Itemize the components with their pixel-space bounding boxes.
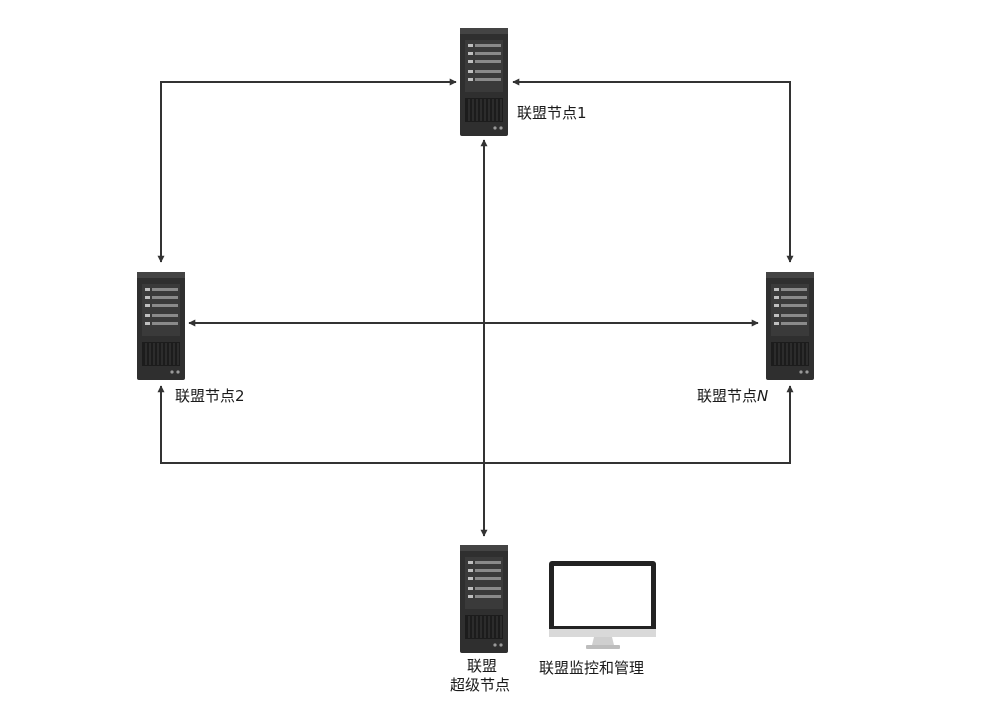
node2-label: 联盟节点2: [175, 387, 245, 405]
nodeN-label-prefix: 联盟节点: [697, 387, 758, 405]
supernode-label-line1: 联盟: [467, 657, 498, 675]
monitor-icon: [549, 561, 656, 649]
link-node1-nodeN: [512, 78, 794, 263]
monitor-label: 联盟监控和管理: [539, 659, 645, 677]
link-node1-node2: [157, 78, 457, 263]
server-icon: [136, 271, 186, 381]
nodeN-label: 联盟节点N: [697, 387, 768, 405]
server-icon: [459, 544, 509, 654]
server-icon: [459, 27, 509, 137]
connections: [157, 78, 794, 537]
link-node2-nodeN-bottom: [157, 385, 794, 464]
nodeN-label-suffix: N: [757, 387, 769, 405]
server-icon: [765, 271, 815, 381]
supernode-label-line2: 超级节点: [450, 676, 511, 694]
node1-label: 联盟节点1: [517, 104, 587, 122]
